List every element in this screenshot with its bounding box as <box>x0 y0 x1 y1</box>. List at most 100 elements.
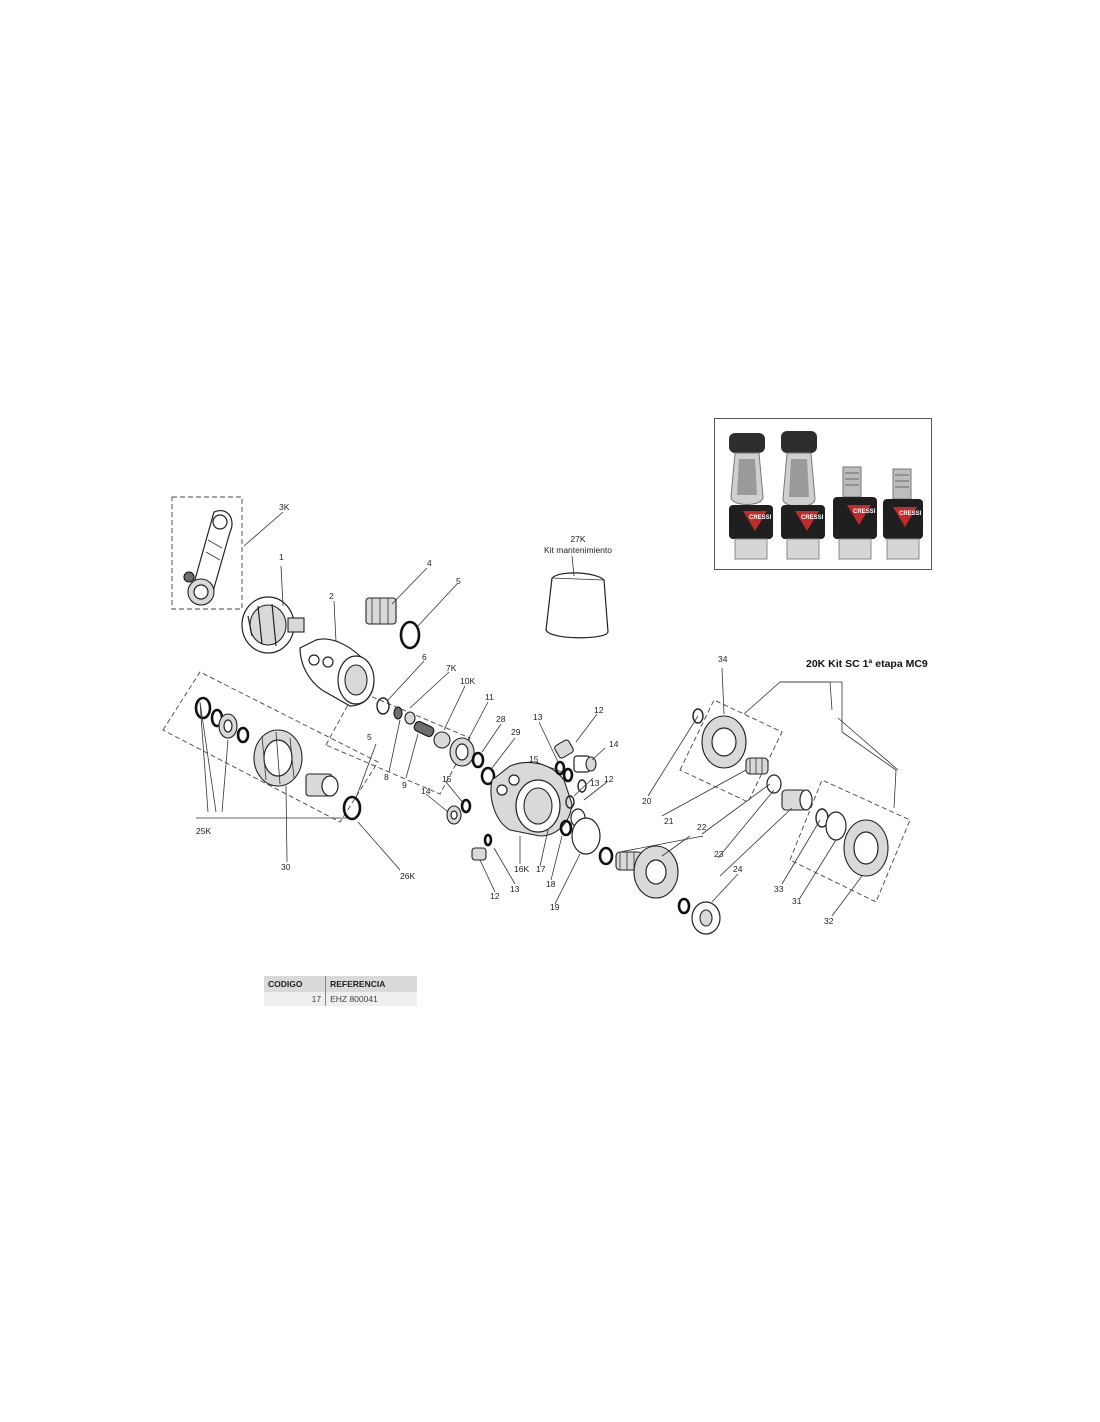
reference-table-header: CODIGO REFERENCIA <box>264 976 417 992</box>
kit-3k-box <box>171 496 243 610</box>
callout-31: 31 <box>792 896 802 906</box>
callout-10k: 10K <box>460 676 475 686</box>
callout-13-upper: 13 <box>533 712 543 722</box>
callout-29: 29 <box>511 727 521 737</box>
callout-24: 24 <box>733 864 743 874</box>
o-ring-part-17 <box>559 819 573 837</box>
o-ring-part-13-lower <box>483 833 493 847</box>
diaphragm-part-19 <box>571 817 601 855</box>
table-row: 17 EHZ 800041 <box>264 992 417 1006</box>
callout-labels: 3K 1 2 4 5 6 7K 10K 5 8 9 11 28 29 13 12… <box>196 502 928 926</box>
callout-8: 8 <box>384 772 389 782</box>
callout-34: 34 <box>718 654 728 664</box>
valve-seat-stack <box>376 697 451 749</box>
din-connector-26k <box>305 773 339 797</box>
spring-part-21 <box>745 757 769 775</box>
o-ring-part-28 <box>471 751 485 769</box>
o-ring-part-13-upper <box>554 760 566 776</box>
kit-27k-name: Kit mantenimiento <box>544 545 612 555</box>
callout-17: 17 <box>536 864 546 874</box>
product-photo: CRESSI CRESSI CRESSI CRES <box>714 418 932 570</box>
plug-part-12-lower <box>471 847 487 861</box>
callout-12-upper: 12 <box>594 705 604 715</box>
regulator-din-2: CRESSI <box>883 468 923 560</box>
callout-33: 33 <box>774 884 784 894</box>
callout-9: 9 <box>402 780 407 790</box>
svg-text:CRESSI: CRESSI <box>749 515 772 521</box>
washer-part-23 <box>766 774 782 794</box>
o-ring-25k-c <box>236 726 250 744</box>
o-ring-part-5-lower <box>342 795 362 821</box>
callout-3k: 3K <box>279 502 290 512</box>
callout-20: 20 <box>642 796 652 806</box>
callout-23: 23 <box>714 849 724 859</box>
yoke-knob-part-1 <box>241 596 305 654</box>
plug-part-12-upper <box>554 739 574 759</box>
o-ring-part-20 <box>598 846 614 866</box>
o-ring-part-15-upper <box>562 767 574 783</box>
o-ring-part-29 <box>480 766 496 786</box>
callout-15-upper: 15 <box>529 754 539 764</box>
callout-25k: 25K <box>196 826 211 836</box>
o-ring-part-13-mid <box>565 795 575 809</box>
kit-27k-code: 27K <box>570 534 585 544</box>
o-ring-part-12-mid <box>577 779 587 793</box>
callout-30: 30 <box>281 862 291 872</box>
callout-1: 1 <box>279 552 284 562</box>
piston-part-11 <box>449 737 475 767</box>
callout-5-lower: 5 <box>367 732 372 742</box>
cap-part-22 <box>633 845 679 899</box>
callout-22: 22 <box>697 822 707 832</box>
maintenance-kit-bag <box>545 572 609 639</box>
callout-26k: 26K <box>400 871 415 881</box>
port-plug-part-14-upper <box>573 755 597 773</box>
filter-25k <box>218 713 238 739</box>
header-referencia: REFERENCIA <box>325 976 417 992</box>
svg-text:CRESSI: CRESSI <box>853 509 876 515</box>
callout-19: 19 <box>550 902 560 912</box>
regulator-din-1: CRESSI <box>833 466 877 560</box>
callout-12-lower: 12 <box>490 891 500 901</box>
callout-21: 21 <box>664 816 674 826</box>
kit-25k-box <box>162 671 379 823</box>
piston-part-24-upper <box>781 789 813 811</box>
svg-text:CRESSI: CRESSI <box>899 511 922 517</box>
cap-part-34 <box>701 715 747 769</box>
disc-part-31 <box>825 811 847 841</box>
main-body-part-16k <box>490 761 573 837</box>
callout-2: 2 <box>329 591 334 601</box>
svg-text:CRESSI: CRESSI <box>801 515 824 521</box>
callout-16k: 16K <box>514 864 529 874</box>
regulator-yoke-2: CRESSI <box>781 431 825 560</box>
callout-6: 6 <box>422 652 427 662</box>
callout-11: 11 <box>485 692 494 702</box>
kit-20k-box-right <box>789 779 911 903</box>
callout-5-upper: 5 <box>456 576 461 586</box>
callout-7k: 7K <box>446 663 457 673</box>
reference-table: CODIGO REFERENCIA 17 EHZ 800041 <box>264 976 417 1006</box>
o-ring-part-15-lower <box>460 798 472 814</box>
regulator-yoke-1: CRESSI <box>729 433 773 560</box>
callout-12-mid: 12 <box>604 774 614 784</box>
cell-referencia: EHZ 800041 <box>325 992 417 1006</box>
callout-13-mid: 13 <box>590 778 600 788</box>
kit-20k-title: 20K Kit SC 1ª etapa MC9 <box>806 658 928 670</box>
callout-14-lower: 14 <box>421 786 431 796</box>
callout-18: 18 <box>546 879 556 889</box>
callout-13-lower: 13 <box>510 884 520 894</box>
callout-14-upper: 14 <box>609 739 619 749</box>
din-wheel-part-30 <box>253 729 303 787</box>
cap-part-32 <box>843 819 889 877</box>
callout-15-lower: 15 <box>442 774 452 784</box>
header-codigo: CODIGO <box>264 976 327 992</box>
piston-part-24-lower <box>691 901 721 935</box>
callout-4: 4 <box>427 558 432 568</box>
o-ring-25k-a <box>194 696 212 720</box>
o-ring-part-5-upper <box>399 620 421 650</box>
callout-28: 28 <box>496 714 506 724</box>
kit-7k-box <box>325 689 471 795</box>
o-ring-part-23-lower <box>677 897 691 915</box>
leader-lines <box>196 511 899 917</box>
